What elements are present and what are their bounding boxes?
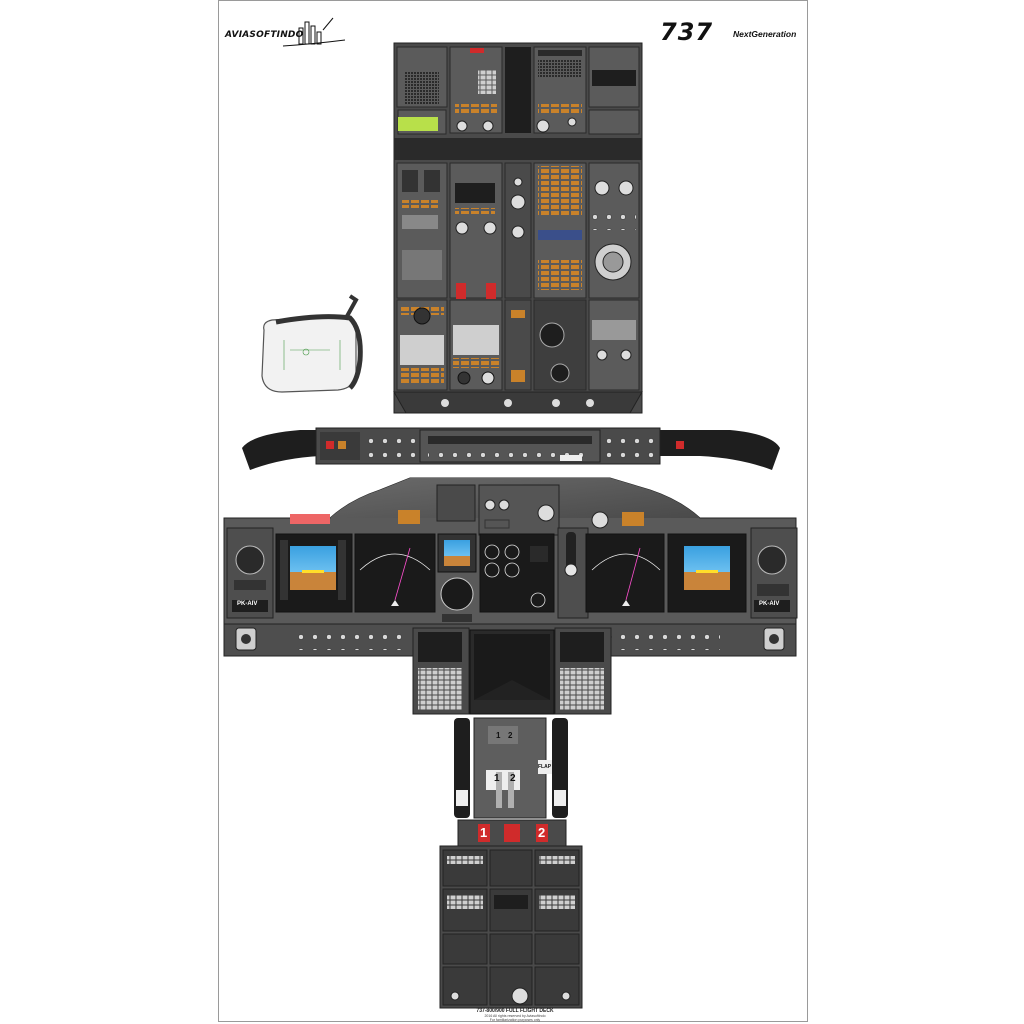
- aviasoftindo-logo: AVIASOFTINDO: [223, 14, 348, 50]
- thrust-lever-2-label: 2: [510, 773, 516, 784]
- throttle-quadrant: [454, 717, 568, 819]
- model-number: 737: [660, 18, 714, 46]
- fire-handle-2-label: 2: [538, 825, 546, 840]
- main-instrument-panel: [223, 477, 798, 657]
- aft-pedestal: [439, 819, 583, 1009]
- registration-left: PK-AIV: [237, 601, 258, 607]
- glareshield-mcp: [242, 427, 780, 470]
- footer-subtitle-1: 2016 All rights reserved by Aviasoftindo: [484, 1014, 546, 1018]
- throttle-engine-1-label: 1: [496, 731, 501, 740]
- registration-right: PK-AIV: [759, 601, 780, 607]
- throttle-engine-2-label: 2: [508, 731, 513, 740]
- forward-pedestal: [412, 627, 612, 715]
- fire-handle-1-label: 1: [480, 825, 488, 840]
- model-name: NextGeneration: [733, 29, 797, 39]
- hud-combiner: [261, 294, 363, 393]
- logo-text: AVIASOFTINDO: [225, 30, 304, 40]
- overhead-panel: [393, 42, 643, 414]
- footer-subtitle-2: For familiarization purposes only: [489, 1018, 541, 1022]
- flap-label: FLAP: [538, 764, 552, 770]
- footer-title: 737-800/900 FULL FLIGHT DECK: [476, 1008, 554, 1014]
- thrust-lever-1-label: 1: [494, 773, 500, 784]
- model-brand: 737 NextGeneration: [658, 18, 808, 46]
